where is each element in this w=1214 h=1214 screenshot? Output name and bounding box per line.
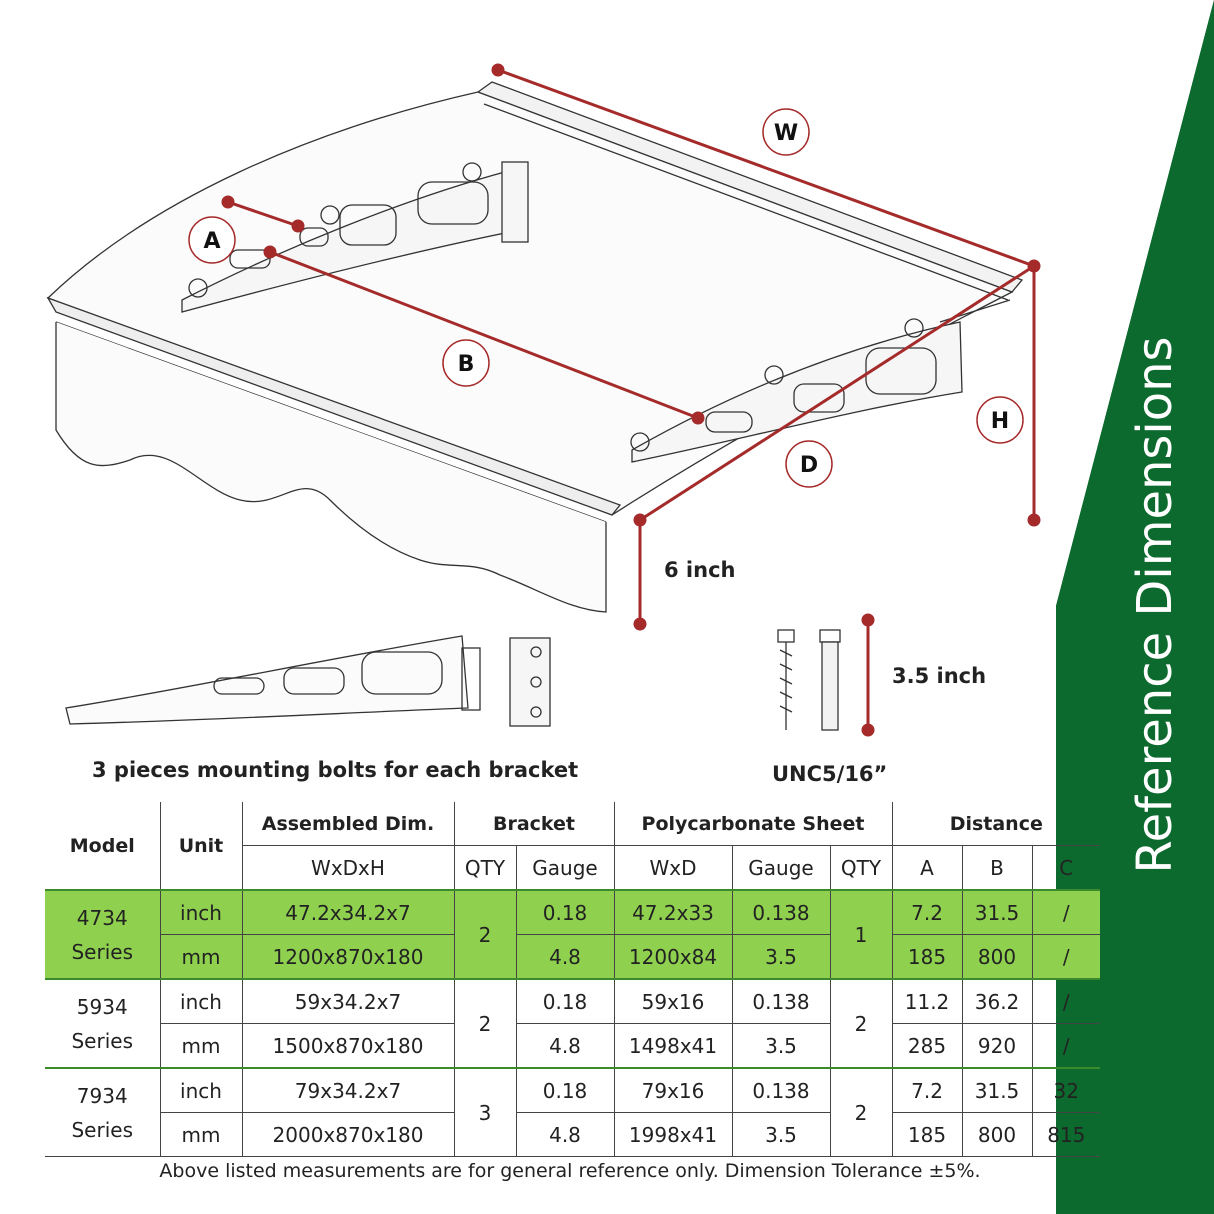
a-cell: 7.2 [891, 889, 963, 935]
six-inch-label: 6 inch [664, 558, 736, 582]
wall-rail [476, 81, 1024, 293]
sheet-gauge-cell: 0.138 [731, 978, 831, 1024]
c-cell: 815 [1031, 1112, 1101, 1157]
bracket-qty-cell: 2 [453, 889, 517, 980]
subheader-a: A [891, 845, 963, 891]
subheader-wxdxh: WxDxH [241, 845, 455, 891]
c-cell: / [1031, 889, 1101, 935]
sheet-gauge-cell: 3.5 [731, 1023, 831, 1069]
header-bracket: Bracket [453, 802, 615, 846]
curtain [55, 322, 607, 613]
unit-cell: mm [159, 934, 243, 980]
dim-cell: 59x34.2x7 [241, 978, 455, 1024]
a-cell: 11.2 [891, 978, 963, 1024]
subheader-sheet-qty: QTY [829, 845, 893, 891]
sheet-qty-cell: 2 [829, 1067, 893, 1157]
subheader-c: C [1031, 845, 1101, 891]
dim-cell: 1200x870x180 [241, 934, 455, 980]
bracket-qty-cell: 2 [453, 978, 517, 1069]
b-cell: 31.5 [961, 889, 1033, 935]
subheader-sheet-gauge: Gauge [731, 845, 831, 891]
banner-title: Reference Dimensions [1127, 336, 1183, 874]
a-cell: 185 [891, 1112, 963, 1157]
three-five-inch-label: 3.5 inch [892, 664, 987, 688]
sheet-gauge-cell: 0.138 [731, 889, 831, 935]
b-cell: 800 [961, 934, 1033, 980]
wxd-cell: 1998x41 [613, 1112, 733, 1157]
b-cell: 31.5 [961, 1067, 1033, 1113]
sheet-gauge-cell: 0.138 [731, 1067, 831, 1113]
a-cell: 285 [891, 1023, 963, 1069]
gauge-cell: 0.18 [515, 1067, 615, 1113]
wxd-cell: 59x16 [613, 978, 733, 1024]
unit-cell: inch [159, 1067, 243, 1113]
wxd-cell: 1498x41 [613, 1023, 733, 1069]
bracket-caption: 3 pieces mounting bolts for each bracket [92, 758, 579, 782]
unit-cell: mm [159, 1112, 243, 1157]
gauge-cell: 4.8 [515, 1112, 615, 1157]
gauge-cell: 0.18 [515, 889, 615, 935]
subheader-wxd: WxD [613, 845, 733, 891]
wxd-cell: 47.2x33 [613, 889, 733, 935]
dim-cell: 47.2x34.2x7 [241, 889, 455, 935]
label-h: H [991, 409, 1009, 434]
unit-cell: inch [159, 978, 243, 1024]
header-unit: Unit [159, 802, 243, 891]
gauge-cell: 4.8 [515, 1023, 615, 1069]
header-assembled: Assembled Dim. [241, 802, 455, 846]
subheader-qty: QTY [453, 845, 517, 891]
a-cell: 7.2 [891, 1067, 963, 1113]
wxd-cell: 79x16 [613, 1067, 733, 1113]
b-cell: 920 [961, 1023, 1033, 1069]
label-w: W [774, 121, 798, 146]
label-b: B [458, 352, 475, 377]
dim-cell: 2000x870x180 [241, 1112, 455, 1157]
dim-cell: 1500x870x180 [241, 1023, 455, 1069]
c-cell: 32 [1031, 1067, 1101, 1113]
spec-table: Model Unit Assembled Dim. Bracket Polyca… [45, 802, 1101, 1157]
subheader-b: B [961, 845, 1033, 891]
b-cell: 36.2 [961, 978, 1033, 1024]
footnote: Above listed measurements are for genera… [159, 1160, 981, 1182]
sheet-qty-cell: 1 [829, 889, 893, 980]
table-row: mm 2000x870x180 4.8 1998x41 3.5 185 800 … [45, 1112, 1101, 1157]
c-cell: / [1031, 1023, 1101, 1069]
dim-cell: 79x34.2x7 [241, 1067, 455, 1113]
sheet-qty-cell: 2 [829, 978, 893, 1069]
wxd-cell: 1200x84 [613, 934, 733, 980]
a-cell: 185 [891, 934, 963, 980]
bracket-qty-cell: 3 [453, 1067, 517, 1157]
wall-plate [509, 637, 551, 727]
gauge-cell: 4.8 [515, 934, 615, 980]
gauge-cell: 0.18 [515, 978, 615, 1024]
header-model: Model [45, 802, 161, 891]
anchor-bolt-icon [819, 629, 841, 731]
label-a: A [203, 229, 220, 254]
right-bracket [631, 321, 963, 463]
unit-cell: inch [159, 889, 243, 935]
c-cell: / [1031, 978, 1101, 1024]
label-d: D [800, 453, 818, 478]
sheet-gauge-cell: 3.5 [731, 934, 831, 980]
table-row: mm 1500x870x180 4.8 1498x41 3.5 285 920 … [45, 1023, 1101, 1069]
sheet-gauge-cell: 3.5 [731, 1112, 831, 1157]
screw-icon [777, 629, 795, 730]
bracket-detail [65, 635, 469, 725]
header-sheet: Polycarbonate Sheet [613, 802, 893, 846]
bolt-spec-label: UNC5/16” [772, 762, 888, 786]
c-cell: / [1031, 934, 1101, 980]
unit-cell: mm [159, 1023, 243, 1069]
table-row: mm 1200x870x180 4.8 1200x84 3.5 185 800 … [45, 934, 1101, 980]
subheader-gauge: Gauge [515, 845, 615, 891]
b-cell: 800 [961, 1112, 1033, 1157]
front-rail [46, 296, 622, 516]
header-distance: Distance [891, 802, 1101, 846]
